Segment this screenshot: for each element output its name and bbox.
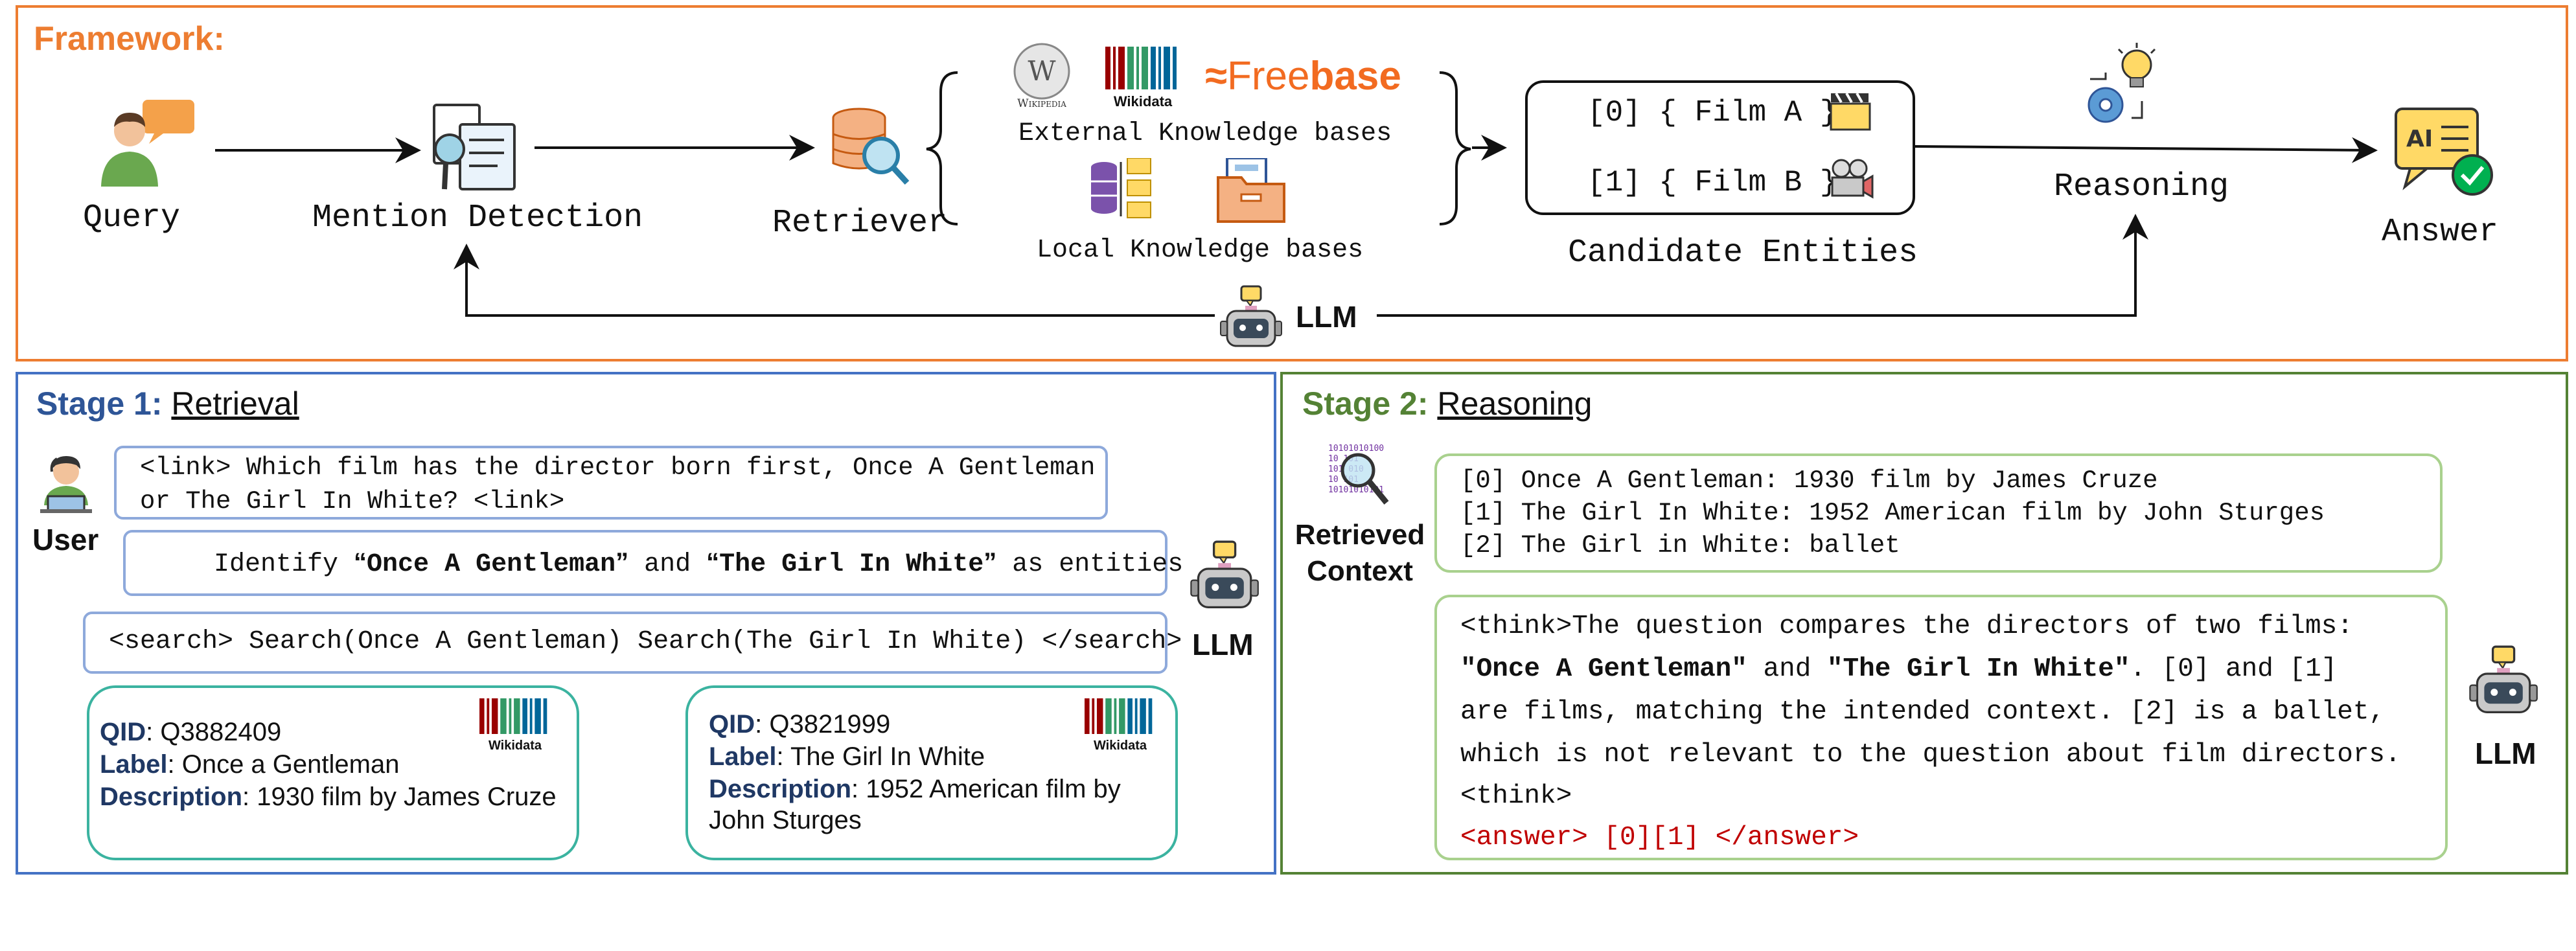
search-box <box>83 612 1167 674</box>
stage2-panel <box>1280 372 2568 875</box>
context-line-0: [0] Once A Gentleman: 1930 film by James… <box>1460 466 2158 495</box>
candidate-1: [1] { Film B } <box>1587 166 1838 200</box>
local-database-icon <box>1088 157 1166 223</box>
framework-arrows <box>215 71 2378 317</box>
think-line-5: <think> <box>1460 781 1572 811</box>
user-query-icon <box>96 97 200 188</box>
svg-text:W: W <box>1028 55 1056 87</box>
stage2-llm-label: LLM <box>2475 737 2536 770</box>
film-camera-icon <box>1828 158 1874 201</box>
robot-icon <box>1218 285 1283 350</box>
stage1-panel <box>16 372 1276 875</box>
identify-box <box>123 530 1167 596</box>
entity-the-girl-in-white: The Girl In White <box>719 550 984 579</box>
entity-once-a-gentleman: Once A Gentleman <box>367 550 616 579</box>
clapperboard-icon <box>1828 89 1874 132</box>
wikipedia-logo: W Wikipedia <box>1008 43 1075 114</box>
card1-label: Label: Once a Gentleman <box>100 750 400 779</box>
answer-label: Answer <box>2382 214 2499 251</box>
brace-left <box>926 71 958 225</box>
wikidata-logo: Wikidata <box>1105 47 1180 111</box>
retriever-label: Retriever <box>772 205 948 242</box>
llm-line-right <box>1377 214 2148 317</box>
card2-description-cont: John Sturges <box>709 806 862 834</box>
answer-tag: <answer> [0][1] </answer> <box>1460 823 1859 853</box>
think-line-1: <think>The question compares the directo… <box>1460 612 2353 641</box>
external-kb-label: External Knowledge bases <box>1018 119 1392 148</box>
local-kb-label: Local Knowledge bases <box>1037 236 1364 265</box>
query-label: Query <box>83 200 181 236</box>
card2-label: Label: The Girl In White <box>709 742 985 771</box>
stage1-title: Stage 1: Retrieval <box>36 385 299 422</box>
robot-icon <box>1188 540 1259 612</box>
wikidata-logo: Wikidata <box>479 698 551 757</box>
reasoning-label: Reasoning <box>2054 168 2229 205</box>
svg-text:10101010100: 10101010100 <box>1328 444 1384 453</box>
answer-bubble-icon: AI <box>2391 104 2501 201</box>
retrieved-context-label: Retrieved Context <box>1294 519 1425 587</box>
arrow-candidates-to-answer <box>1915 137 2378 163</box>
user-label: User <box>32 523 99 556</box>
think-line-4: which is not relevant to the question ab… <box>1460 740 2401 770</box>
think-box <box>1434 595 2448 860</box>
svg-text:AI: AI <box>2406 126 2433 152</box>
framework-title: Framework: <box>34 20 225 58</box>
robot-icon <box>2467 645 2538 716</box>
context-box <box>1434 453 2443 573</box>
candidate-0: [0] { Film A } <box>1587 96 1838 130</box>
wikidata-logo: Wikidata <box>1085 698 1156 757</box>
think-line-3: are films, matching the intended context… <box>1460 697 2386 727</box>
document-search-icon <box>426 98 530 196</box>
gear-bulb-icon <box>2080 40 2164 131</box>
context-line-2: [2] The Girl in White: ballet <box>1460 531 1900 560</box>
card1-description: Description: 1930 film by James Cruze <box>100 783 557 811</box>
framework-llm-label: LLM <box>1296 300 1357 334</box>
card2-description: Description: 1952 American film by <box>709 775 1121 803</box>
brace-right <box>1439 71 1471 225</box>
binary-search-icon: 10101010100 10 101 101 010 10 101 101010… <box>1322 441 1399 513</box>
entity-card-2 <box>685 685 1178 860</box>
think-line-2: "Once A Gentleman" and "The Girl In Whit… <box>1460 654 2338 684</box>
llm-line-left <box>454 244 1215 317</box>
folder-icon <box>1215 157 1287 223</box>
database-search-icon <box>827 105 911 189</box>
framework-panel <box>16 5 2568 361</box>
stage2-title: Stage 2: Reasoning <box>1302 385 1593 422</box>
identify-text: Identify “Once A Gentleman” and “The Gir… <box>214 548 1184 579</box>
freebase-logo: ≈Freebase <box>1205 54 1401 98</box>
card1-qid: QID: Q3882409 <box>100 718 282 746</box>
svg-text:10101010101: 10101010101 <box>1328 485 1384 495</box>
candidate-entities-label: Candidate Entities <box>1568 235 1918 271</box>
mention-detection-label: Mention Detection <box>312 200 643 236</box>
search-text: <search> Search(Once A Gentleman) Search… <box>109 627 1182 656</box>
card2-qid: QID: Q3821999 <box>709 710 891 739</box>
query-line-1: <link> Which film has the director born … <box>140 453 1096 482</box>
query-box <box>114 446 1108 520</box>
context-line-1: [1] The Girl In White: 1952 American fil… <box>1460 499 2325 527</box>
stage1-llm-label: LLM <box>1192 628 1254 661</box>
query-line-2: or The Girl In White? <link> <box>140 487 565 516</box>
user-laptop-icon <box>34 450 98 514</box>
